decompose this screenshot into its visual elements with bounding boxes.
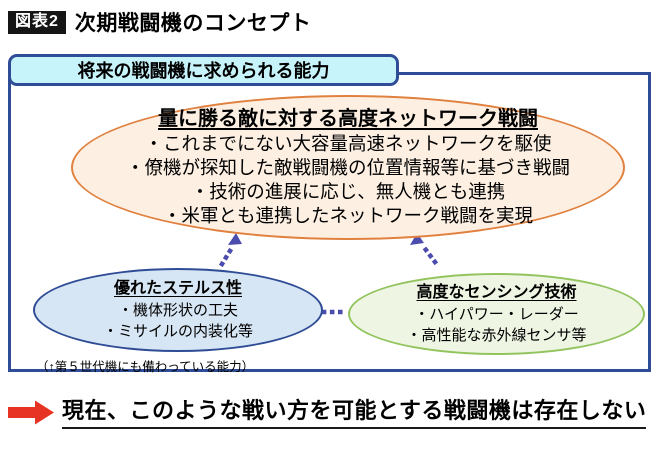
network-combat-bubble: 量に勝る敵に対する高度ネットワーク戦闘 ・これまでにない大容量高速ネットワークを… (71, 95, 625, 240)
sensing-bubble-item: ・高性能な赤外線センサ等 (406, 327, 587, 344)
network-bubble-title: 量に勝る敵に対する高度ネットワーク戦闘 (158, 108, 538, 130)
fifth-gen-note: （↑第５世代機にも備わっている能力） (36, 360, 255, 374)
figure-title: 次期戦闘機のコンセプト (74, 12, 312, 35)
stealth-bubble-item: ・ミサイルの内装化等 (102, 323, 253, 340)
stealth-bubble-title: 優れたステルス性 (113, 280, 242, 297)
network-bubble-item: ・これまでにない大容量高速ネットワークを駆使 (144, 133, 552, 154)
conclusion-row: 現在、このような戦い方を可能とする戦闘機は存在しない (8, 393, 647, 429)
network-bubble-item: ・技術の進展に応じ、無人機とも連携 (190, 181, 506, 202)
panel-header: 将来の戦闘機に求められる能力 (8, 54, 399, 86)
red-arrow-icon (8, 400, 54, 425)
figure-badge: 図表2 (8, 10, 66, 34)
stealth-bubble: 優れたステルス性 ・機体形状の工夫 ・ミサイルの内装化等 (33, 268, 323, 352)
network-bubble-item: ・米軍とも連携したネットワーク戦闘を実現 (162, 205, 533, 226)
conclusion-text: 現在、このような戦い方を可能とする戦闘機は存在しない (62, 393, 647, 429)
network-bubble-item: ・僚機が探知した敵戦闘機の位置情報等に基づき戦闘 (125, 157, 570, 178)
sensing-bubble-title: 高度なセンシング技術 (416, 284, 577, 301)
sensing-bubble: 高度なセンシング技術 ・ハイパワー・レーダー ・高性能な赤外線センサ等 (348, 273, 645, 355)
figure-title-row: 図表2 次期戦闘機のコンセプト (8, 7, 311, 37)
stealth-bubble-item: ・機体形状の工夫 (117, 302, 238, 319)
sensing-bubble-item: ・ハイパワー・レーダー (414, 306, 579, 323)
